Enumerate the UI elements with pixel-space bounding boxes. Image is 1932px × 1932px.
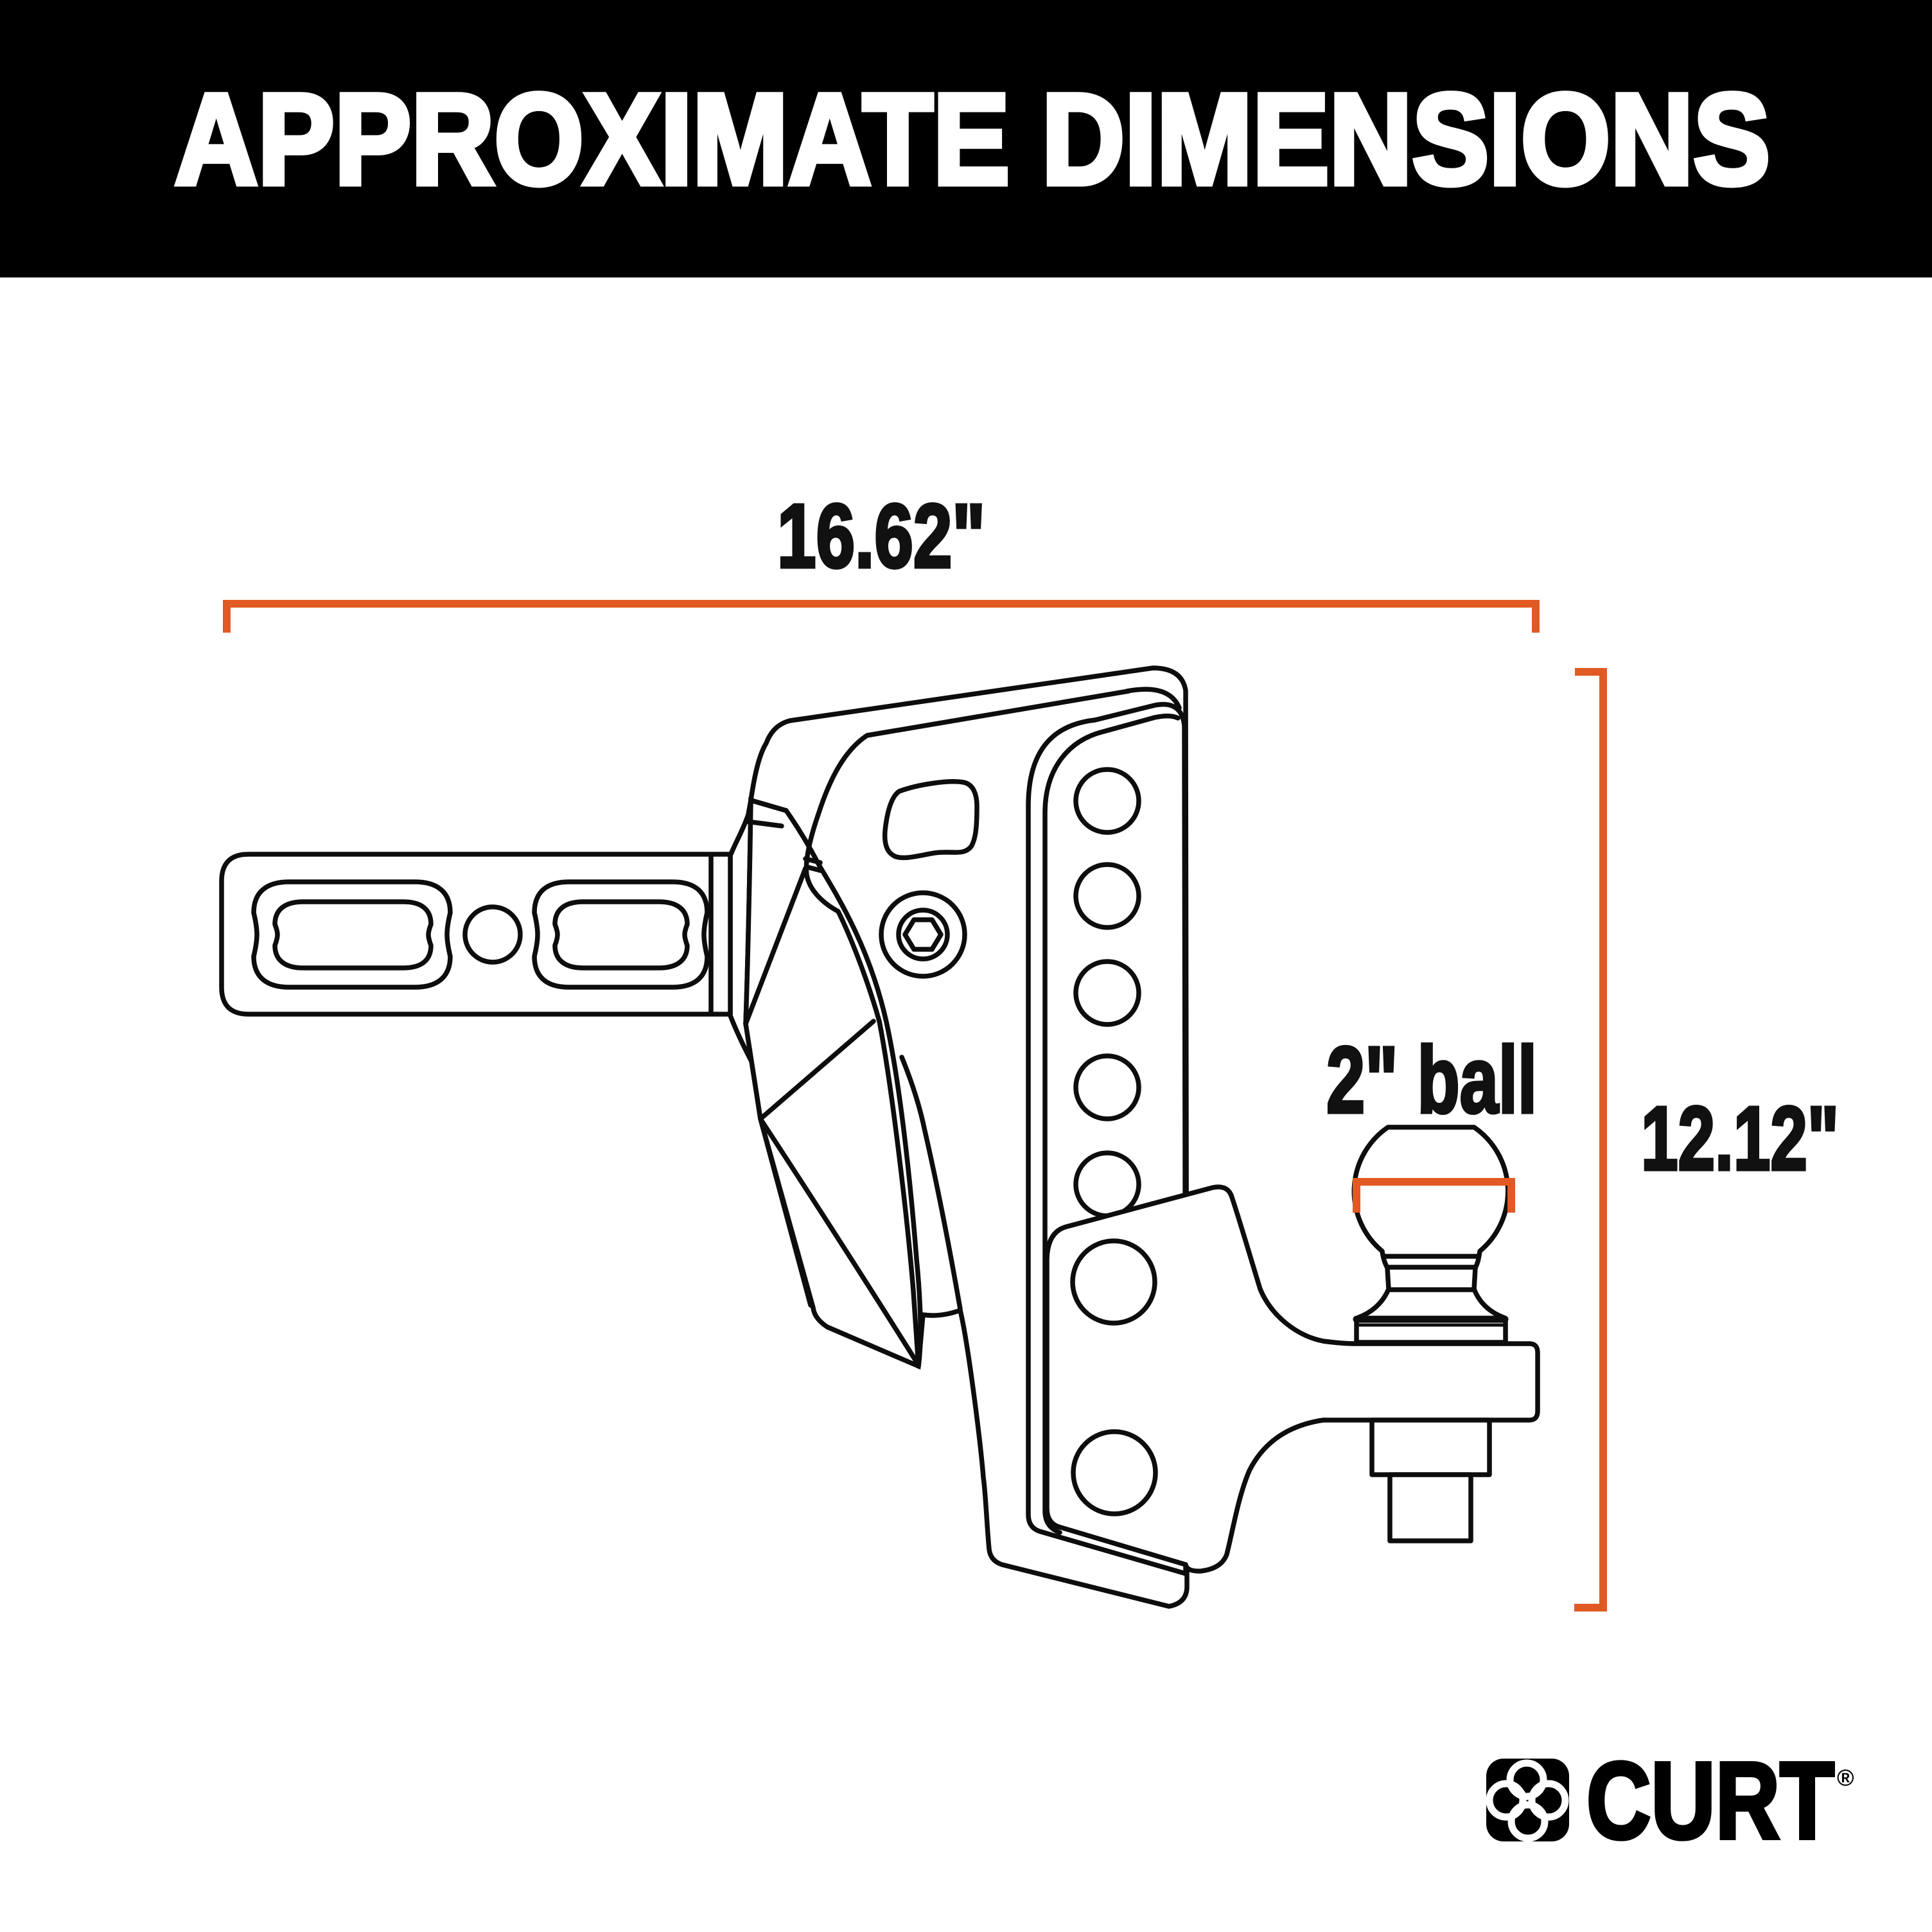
- svg-text:CURT: CURT: [1586, 1740, 1834, 1862]
- svg-text:®: ®: [1837, 1764, 1854, 1791]
- svg-text:12.12": 12.12": [1641, 1087, 1839, 1189]
- svg-text:APPROXIMATE DIMENSIONS: APPROXIMATE DIMENSIONS: [175, 67, 1770, 211]
- svg-text:16.62": 16.62": [777, 485, 985, 586]
- svg-text:2" ball: 2" ball: [1326, 1028, 1537, 1133]
